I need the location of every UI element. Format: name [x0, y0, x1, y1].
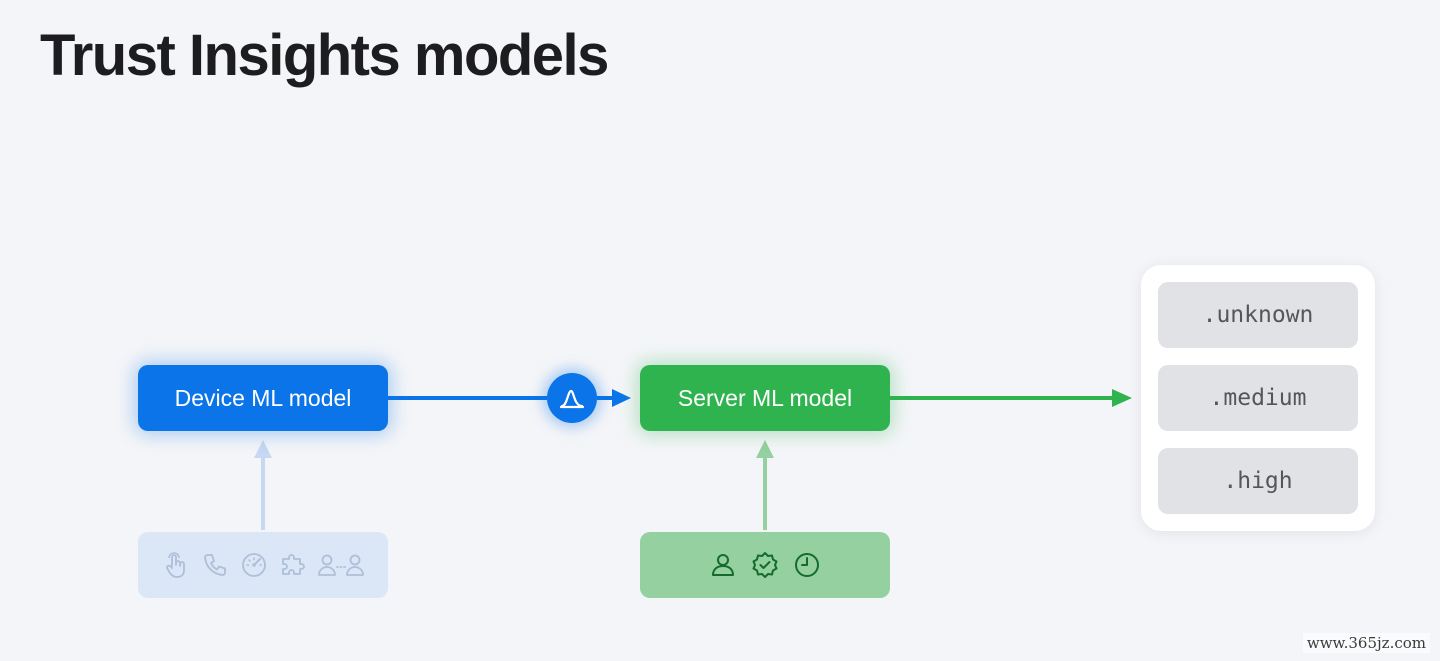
person-icon	[708, 550, 738, 580]
device-ml-model-box: Device ML model	[138, 365, 388, 431]
risk-level-medium: .medium	[1158, 365, 1358, 431]
clock-icon	[792, 550, 822, 580]
people-icon	[317, 550, 365, 580]
phone-icon	[200, 550, 230, 580]
verified-badge-icon	[750, 550, 780, 580]
risk-level-high: .high	[1158, 448, 1358, 514]
hand-tap-icon	[161, 550, 191, 580]
server-to-risk-arrowhead	[1112, 389, 1132, 407]
speedometer-icon	[239, 550, 269, 580]
page-title: Trust Insights models	[40, 23, 609, 88]
device-signals-box	[138, 532, 388, 598]
badge-to-server-arrowhead	[612, 389, 631, 407]
server-signals-box	[640, 532, 890, 598]
risk-level-unknown: .unknown	[1158, 282, 1358, 348]
distribution-curve-icon	[557, 383, 587, 413]
server-ml-model-label: Server ML model	[677, 384, 853, 411]
device-inputs-arrowhead	[254, 440, 272, 458]
device-ml-model-label: Device ML model	[174, 384, 352, 411]
watermark: www.365jz.com	[1302, 633, 1430, 653]
distribution-badge	[547, 373, 597, 423]
risk-level-panel: .unknown .medium .high	[1141, 265, 1375, 531]
server-ml-model-box: Server ML model	[640, 365, 890, 431]
puzzle-piece-icon	[278, 550, 308, 580]
server-inputs-arrowhead	[756, 440, 774, 458]
